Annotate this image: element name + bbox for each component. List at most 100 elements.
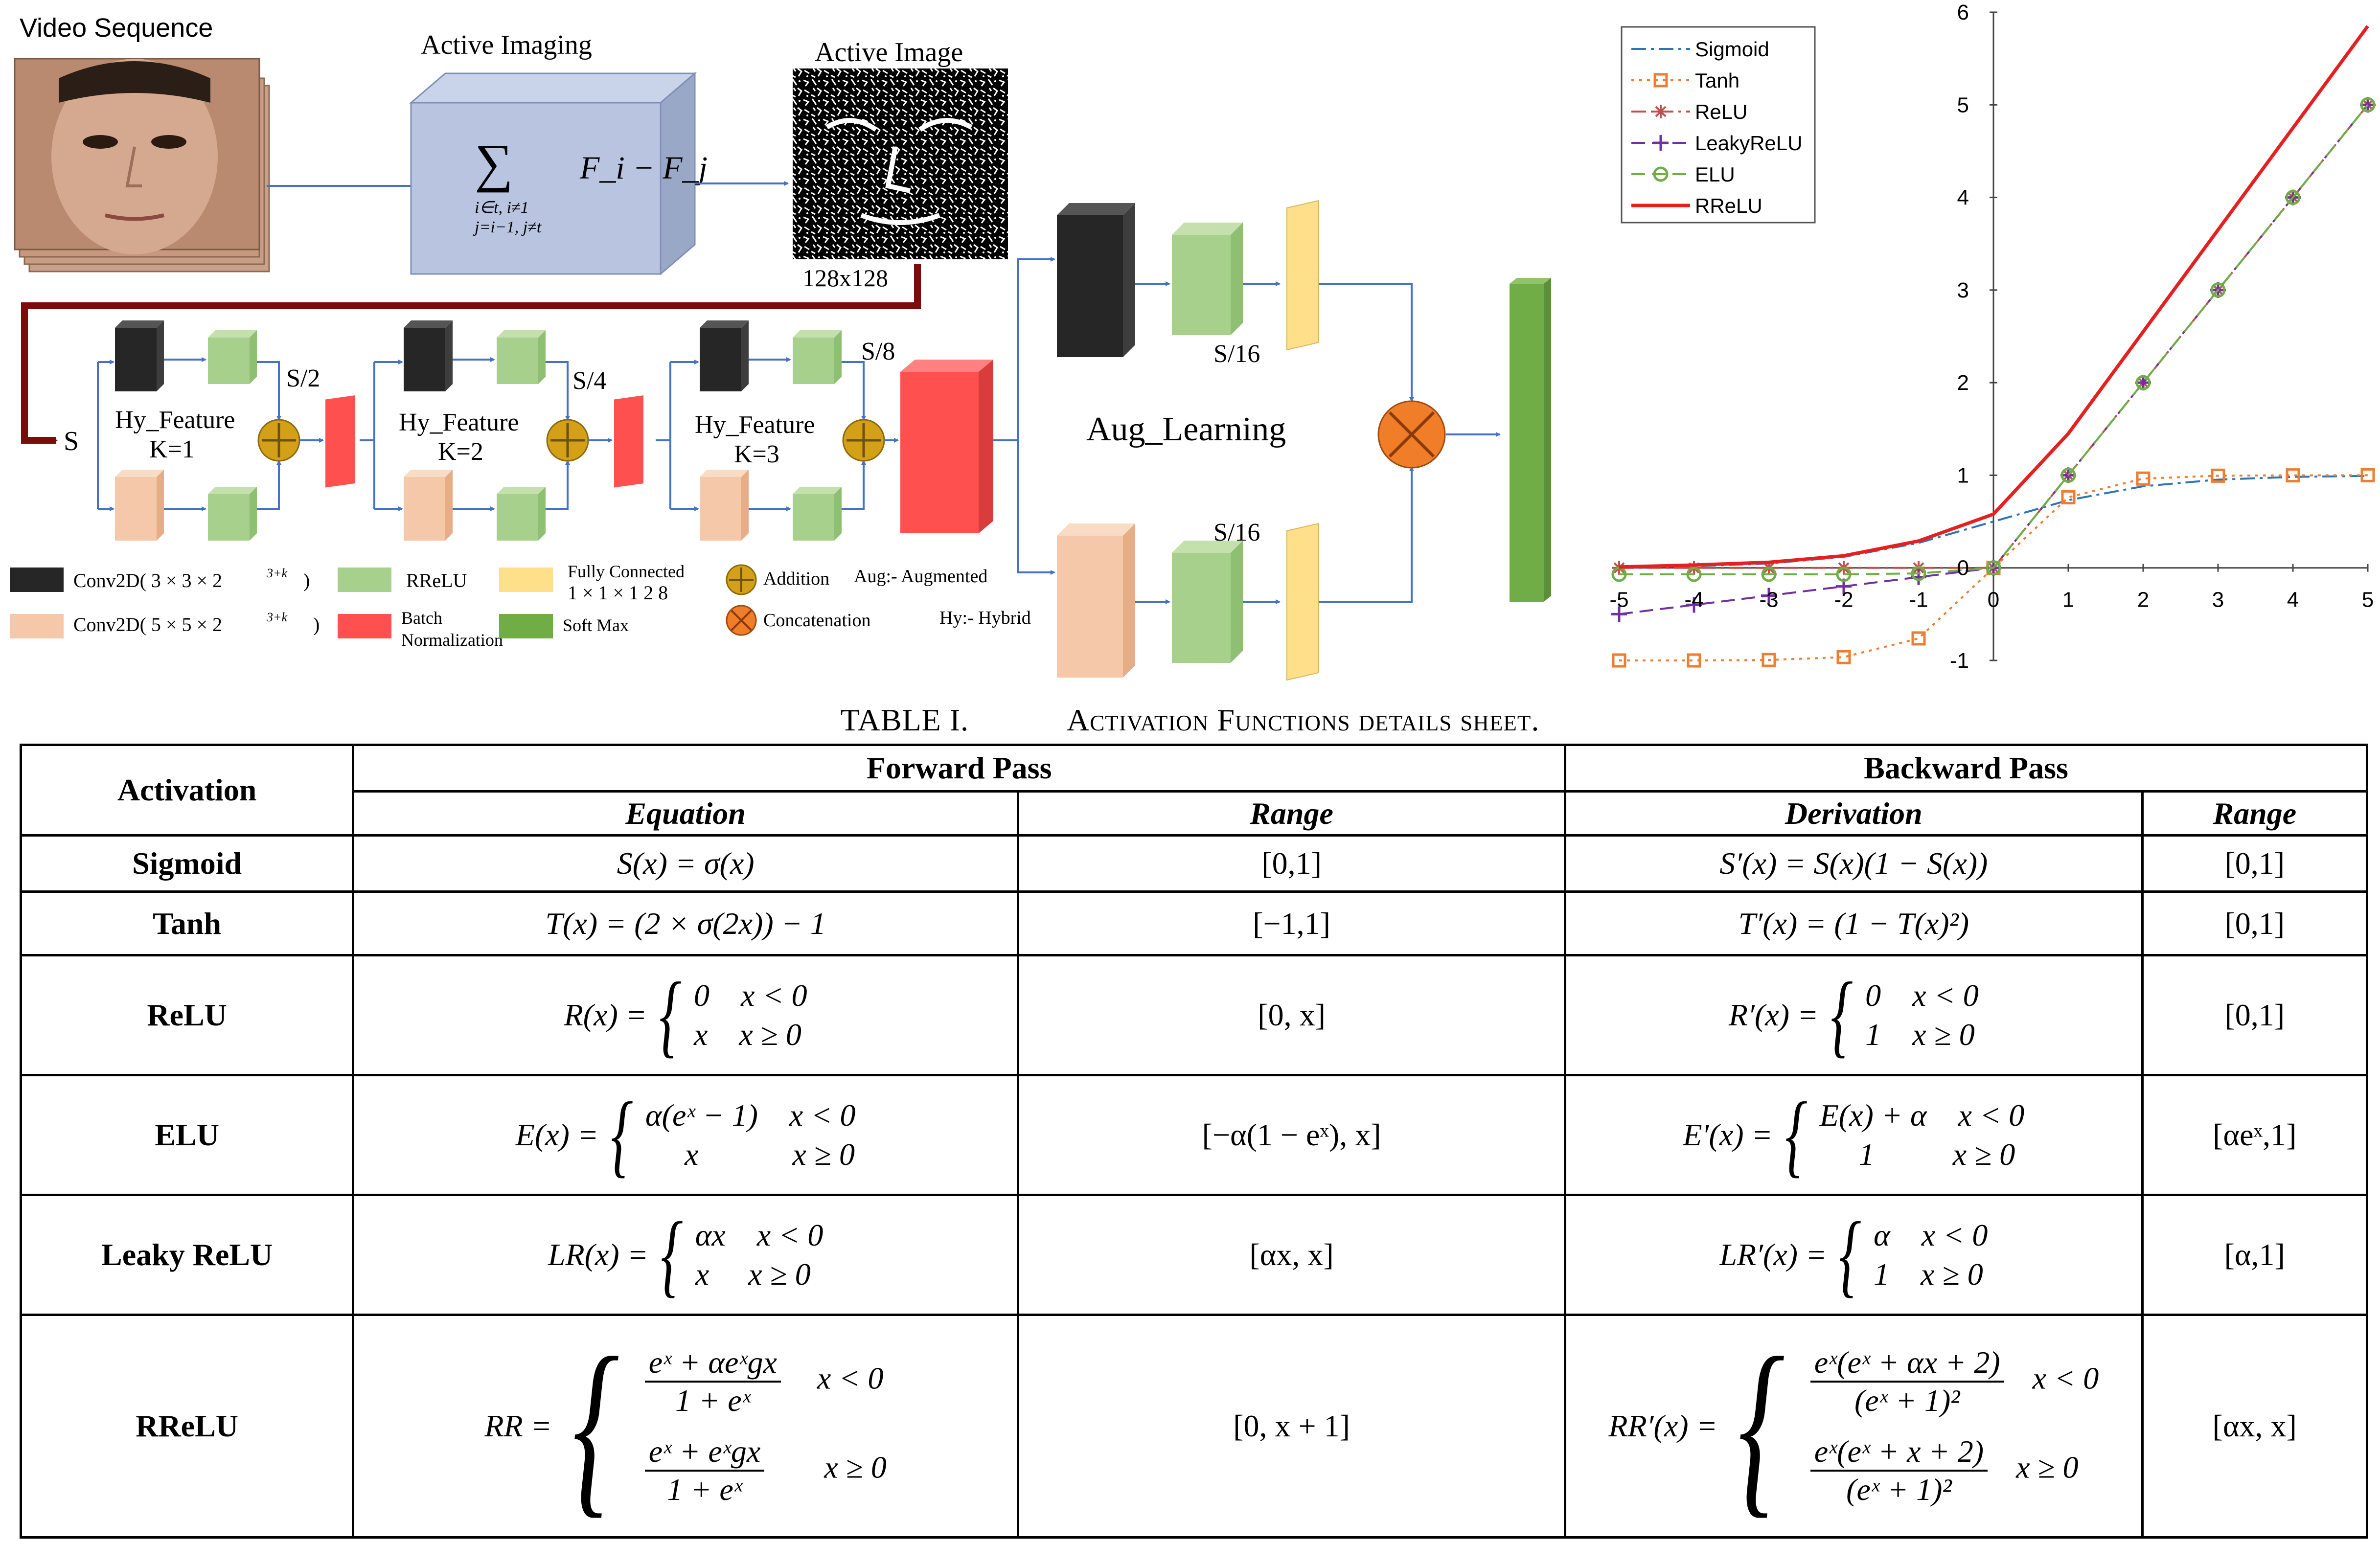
circle-marker [1686,567,1702,582]
legend-conv5-exp: 3+k [266,610,288,624]
series-sigmoid [1619,475,2368,568]
table-row: ELU E(x) ={α(eˣ − 1) x < 0 x x ≥ 0 [−α(1… [19,1074,2369,1196]
plus-marker [1686,597,1702,613]
row-range-forward: [αx, x] [1017,1194,1567,1316]
aug-learning-label: Aug_Learning [1086,410,1286,448]
table-caption-number: TABLE I. [840,703,969,737]
concatenation-node [1377,400,1446,469]
row-range-forward: [−1,1] [1017,890,1567,956]
hy-feature-label-k2: Hy_Feature [399,409,519,436]
legend-conv5: Conv2D( 5 × 5 × 2 [73,613,222,636]
x-tick-label: -1 [1909,588,1928,612]
hy-feature-label-k3: Hy_Feature [695,411,815,439]
k3-label: K=3 [734,440,779,468]
square-marker [1911,631,1926,646]
rrelu-deriv-num-1: eˣ(eˣ + αx + 2) [1810,1344,2004,1383]
rrelu-eq-cond-1: x < 0 [817,1361,884,1396]
circle-marker [1653,166,1669,182]
x-tick-label: 2 [2137,588,2149,612]
row-equation-case-2: x x ≥ 0 [645,1137,855,1172]
legend-rrelu: RReLU [406,569,467,591]
sum-formula: F_i − F_j [579,150,708,186]
rrelu-eq-den-1: 1 + eˣ [675,1383,751,1418]
legend-fully-connected: Fully Connected [568,562,685,581]
k2-label: K=2 [438,438,483,466]
k1-label: K=1 [149,435,195,463]
series-line [1619,475,2368,568]
rrelu-deriv-cond-1: x < 0 [2032,1361,2099,1396]
x-tick-label: 3 [2212,588,2224,612]
series-elu [1611,97,2376,582]
row-equation-lhs: RR = [484,1408,552,1443]
plus-marker [1653,135,1669,151]
sum-subscript-1: i∈t, i≠1 [475,199,529,217]
legend-label: LeakyReLU [1695,132,1802,155]
legend-hy-def: Hy:- Hybrid [939,608,1031,628]
active-image-label: Active Image [815,37,963,68]
x-tick-label: 1 [2062,588,2074,612]
sum-symbol: ∑ [475,133,513,193]
square-marker [2136,471,2151,486]
square-marker [1836,650,1851,664]
aug-branch-bottom [1057,466,1414,681]
x-tick-label: -2 [1834,588,1853,612]
video-sequence-frames [14,58,270,272]
x-tick-label: 0 [1988,588,1999,612]
legend-conv5-close: ) [313,613,320,636]
x-tick-label: 4 [2287,588,2299,612]
star-marker [1654,105,1668,118]
circle-marker [2135,375,2151,390]
circle-marker [1986,560,2001,576]
row-derivation-case-1: α x < 0 [1874,1218,1988,1252]
row-range-forward: [−α(1 − eˣ), x] [1017,1074,1567,1196]
legend-addition: Addition [763,568,829,589]
circle-marker [2060,467,2076,483]
plus-marker [1611,606,1627,622]
rrelu-eq-num-1: eˣ + αeˣgx [644,1344,781,1383]
row-range-backward: [0,1] [2141,834,2369,893]
row-range-forward: [0, x] [1017,954,1567,1076]
row-equation: T(x) = (2 × σ(2x)) − 1 [545,906,826,941]
activation-table: Activation Forward Pass Backward Pass Eq… [19,744,2369,1539]
active-image [793,68,1008,259]
head-activation: Activation [19,744,355,837]
s16-top-label: S/16 [1213,340,1260,368]
y-tick-label: 5 [1957,93,1969,117]
plus-marker [1761,588,1777,604]
table-row: Tanh T(x) = (2 × σ(2x)) − 1 [−1,1] T′(x)… [19,890,2369,956]
row-derivation-lhs: LR′(x) = [1719,1237,1827,1272]
row-name: ReLU [19,954,355,1076]
legend-softmax: Soft Max [563,615,629,635]
y-tick-label: 2 [1957,371,1969,395]
y-tick-label: 3 [1957,278,1969,302]
y-tick-label: 0 [1957,556,1969,580]
square-marker [2360,468,2375,482]
final-bn-block [900,360,993,533]
y-tick-label: -1 [1950,649,1969,673]
series-line [1619,25,2369,569]
aug-branch-top [1057,200,1414,402]
legend-conv3-close: ) [303,569,310,591]
s-label: S [64,426,79,456]
head-range-forward: Range [1017,790,1567,837]
hy-feature-block-k1 [97,320,355,541]
row-derivation: S′(x) = S(x)(1 − S(x)) [1719,846,1988,881]
square-marker [1762,653,1776,667]
circle-marker [1761,567,1777,582]
softmax-block [1510,278,1551,602]
row-equation-lhs: E(x) = [515,1117,599,1152]
chart-series [1611,25,2376,668]
sum-subscript-2: j=i−1, j≠t [473,218,542,236]
row-equation-case-1: 0 x < 0 [693,978,807,1013]
table-caption-text: Activation Functions details sheet. [1067,703,1540,737]
x-tick-label: -4 [1684,588,1703,612]
s4-label: S/4 [572,367,606,395]
circle-marker [1836,567,1852,582]
circle-marker [1911,566,1926,581]
legend-conv3-exp: 3+k [266,566,288,580]
row-name: ELU [19,1074,355,1196]
legend-normalization: Normalization [401,630,503,650]
square-marker [2211,468,2225,483]
